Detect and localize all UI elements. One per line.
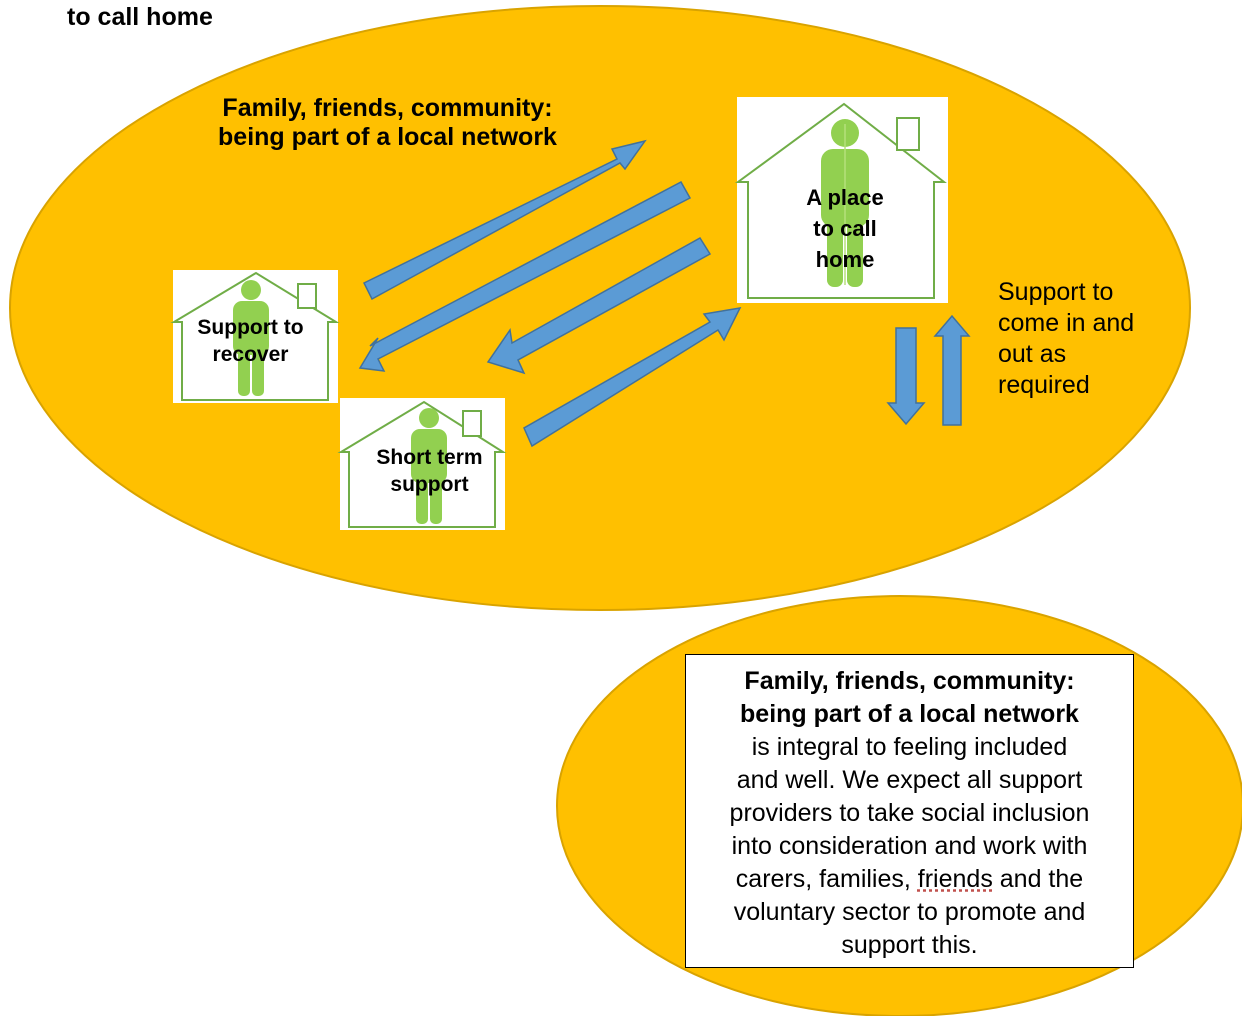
come-in-out-line3: out as [998, 340, 1067, 368]
info-line5-post: and the [992, 865, 1084, 893]
house-home [734, 97, 948, 303]
house-home-label: A place to call home [780, 182, 910, 275]
arrow-up [933, 314, 971, 426]
page-heading-fragment: to call home [67, 3, 213, 31]
info-line5: carers, families, friends and the [686, 863, 1133, 896]
info-line7: support this. [841, 931, 978, 959]
house-short-term-label: Short term support [357, 444, 502, 498]
info-line6: voluntary sector to promote and [733, 898, 1086, 926]
arrow-to-recover [358, 180, 692, 372]
network-label: Family, friends, community: being part o… [180, 94, 595, 152]
come-in-out-line2: come in and [998, 309, 1135, 337]
arrow-from-short-term [523, 307, 742, 448]
come-in-out-label: Support to come in and out as required [998, 277, 1198, 401]
info-line5-word: friends [917, 865, 993, 893]
arrow-to-home-upper [362, 139, 647, 301]
info-title-line1: Family, friends, community: [744, 667, 1075, 695]
info-line1: is integral to feeling included [751, 733, 1068, 761]
arrow-down [886, 327, 926, 426]
house-short-term-line2: support [390, 473, 469, 496]
house-home-line2: to call [813, 216, 877, 241]
network-label-line2: being part of a local network [218, 123, 557, 151]
house-short-term-line1: Short term [376, 446, 483, 469]
come-in-out-line1: Support to [998, 278, 1114, 306]
house-recover [170, 270, 340, 403]
network-label-line1: Family, friends, community: [222, 94, 553, 122]
come-in-out-line4: required [998, 371, 1090, 399]
person-icon [233, 280, 269, 396]
house-home-line3: home [815, 247, 875, 272]
info-line4: into consideration and work with [731, 832, 1088, 860]
info-line5-pre: carers, families, [735, 865, 918, 893]
house-short-term [337, 398, 507, 530]
info-line3: providers to take social inclusion [729, 799, 1090, 827]
person-icon [411, 408, 447, 524]
house-home-line1: A place [806, 185, 884, 210]
arrow-to-short-term [486, 236, 712, 375]
info-line2: and well. We expect all support [736, 766, 1083, 794]
info-text-box: Family, friends, community: being part o… [685, 654, 1134, 968]
info-title-line2: being part of a local network [740, 700, 1079, 728]
house-recover-line2: recover [212, 343, 289, 366]
house-recover-label: Support to recover [178, 314, 323, 368]
house-recover-line1: Support to [197, 316, 304, 339]
